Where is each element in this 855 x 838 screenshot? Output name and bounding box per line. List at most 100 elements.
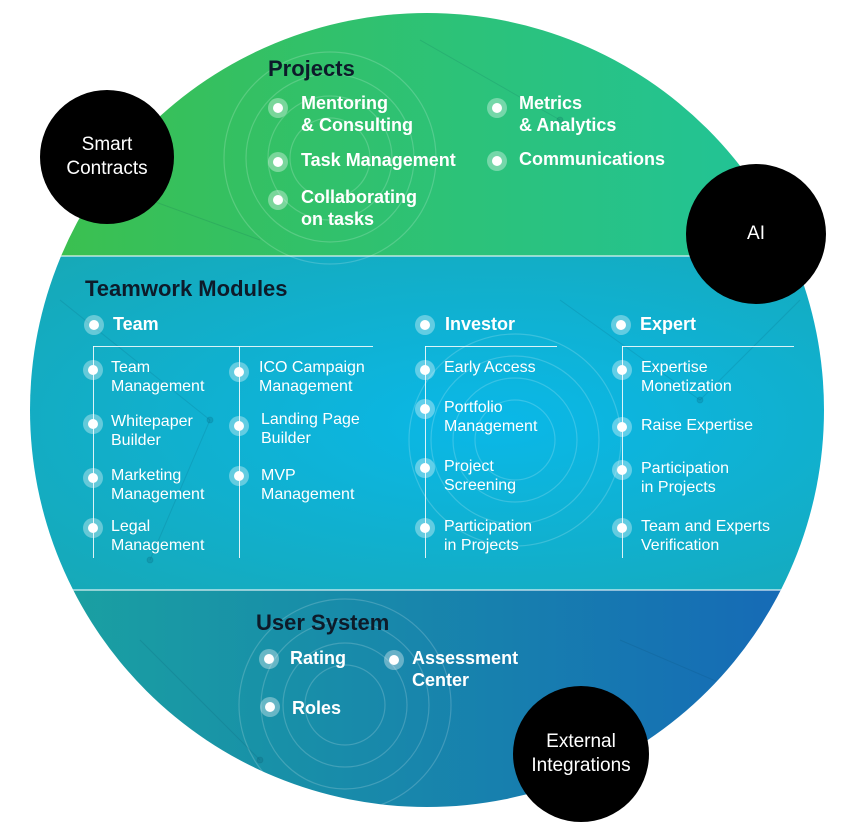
investor-connector-line xyxy=(425,346,426,558)
item-line: Builder xyxy=(261,430,311,448)
projects-item-mentoring: Mentoring & Consulting xyxy=(301,93,413,136)
bullet-icon xyxy=(259,649,279,669)
bullet-icon xyxy=(268,98,288,118)
item-line: & Consulting xyxy=(301,114,413,135)
investor-label: Investor xyxy=(445,314,516,334)
bullet-icon xyxy=(84,315,104,335)
user-system-item-assessment: Assessment Center xyxy=(412,648,518,691)
item-line: Portfolio xyxy=(444,399,503,416)
item-line: Early Access xyxy=(444,359,536,376)
item-line: Task Management xyxy=(301,150,456,170)
item-line: Management xyxy=(111,486,205,504)
bullet-icon xyxy=(612,518,632,538)
bullet-icon xyxy=(611,315,631,335)
investor-item: Portfolio Management xyxy=(444,398,537,436)
bullet-icon xyxy=(83,360,103,380)
item-line: Monetization xyxy=(641,378,732,396)
bullet-icon xyxy=(612,417,632,437)
item-line: Team xyxy=(111,359,151,376)
item-line: Communications xyxy=(519,149,666,169)
item-line: in Projects xyxy=(444,537,519,555)
expert-connector-line xyxy=(622,346,623,558)
item-line: Management xyxy=(259,378,353,396)
item-line: Metrics xyxy=(519,93,583,113)
team-item: MVP Management xyxy=(261,466,354,504)
projects-item-communications: Communications xyxy=(519,149,665,171)
ai-bubble: AI xyxy=(686,164,826,304)
external-integrations-bubble: External Integrations xyxy=(513,686,649,822)
team-bracket-line xyxy=(93,346,373,347)
teamwork-title: Teamwork Modules xyxy=(85,276,288,301)
bullet-icon xyxy=(384,650,404,670)
expert-item: Raise Expertise xyxy=(641,416,753,435)
item-line: Screening xyxy=(444,477,517,495)
user-system-title: User System xyxy=(256,610,390,635)
expert-label: Expert xyxy=(640,314,697,334)
bullet-icon xyxy=(487,98,507,118)
expert-item: Participation in Projects xyxy=(641,459,729,497)
ai-label: AI xyxy=(747,223,765,245)
item-line: ICO Campaign xyxy=(259,359,365,376)
team-connector-line-2 xyxy=(239,346,240,558)
item-line: Assessment xyxy=(412,648,519,668)
bullet-icon xyxy=(268,152,288,172)
item-line: Collaborating xyxy=(301,187,417,207)
item-line: Mentoring xyxy=(301,93,388,113)
expert-item: Team and Experts Verification xyxy=(641,517,770,555)
bullet-icon xyxy=(415,360,435,380)
team-label: Team xyxy=(113,314,159,334)
team-item: Team Management xyxy=(111,358,204,396)
item-line: Management xyxy=(444,418,538,436)
external-integrations-line-2: Integrations xyxy=(531,755,631,776)
smart-contracts-bubble: Smart Contracts xyxy=(40,90,174,224)
smart-contracts-line-2: Contracts xyxy=(66,158,148,179)
team-item: Marketing Management xyxy=(111,466,204,504)
item-line: Participation xyxy=(444,518,533,535)
expert-bracket-line xyxy=(622,346,794,347)
item-line: Verification xyxy=(641,537,720,555)
team-item: ICO Campaign Management xyxy=(259,358,365,396)
item-line: Whitepaper xyxy=(111,413,193,430)
item-line: Management xyxy=(111,537,205,555)
smart-contracts-line-1: Smart xyxy=(81,134,133,156)
team-item: Legal Management xyxy=(111,517,204,555)
projects-item-metrics: Metrics & Analytics xyxy=(519,93,616,136)
investor-item: Participation in Projects xyxy=(444,517,532,555)
user-system-item-rating: Rating xyxy=(290,648,346,670)
bullet-icon xyxy=(415,399,435,419)
bullet-icon xyxy=(268,190,288,210)
bullet-icon xyxy=(229,466,249,486)
bullet-icon xyxy=(415,315,435,335)
projects-item-task-management: Task Management xyxy=(301,150,456,172)
item-line: Team and Experts xyxy=(641,518,770,535)
item-line: Participation xyxy=(641,460,730,477)
item-line: Raise Expertise xyxy=(641,417,754,434)
item-line: Rating xyxy=(290,648,346,668)
item-line: MVP xyxy=(261,467,296,484)
investor-item: Project Screening xyxy=(444,457,516,495)
bullet-icon xyxy=(612,460,632,480)
item-line: Marketing xyxy=(111,467,182,484)
bullet-icon xyxy=(229,362,249,382)
item-line: on tasks xyxy=(301,208,375,229)
projects-item-collaborating: Collaborating on tasks xyxy=(301,187,417,230)
item-line: Expertise xyxy=(641,359,708,376)
investor-item: Early Access xyxy=(444,358,536,377)
bullet-icon xyxy=(83,518,103,538)
bullet-icon xyxy=(415,458,435,478)
item-line: & Analytics xyxy=(519,114,617,135)
item-line: Legal xyxy=(111,518,151,535)
bullet-icon xyxy=(415,518,435,538)
item-line: Landing Page xyxy=(261,411,360,428)
team-item: Whitepaper Builder xyxy=(111,412,193,450)
team-connector-line xyxy=(93,346,94,558)
bullet-icon xyxy=(487,151,507,171)
bullet-icon xyxy=(612,360,632,380)
item-line: Builder xyxy=(111,432,161,450)
item-line: Center xyxy=(412,669,470,690)
bullet-icon xyxy=(83,468,103,488)
projects-title: Projects xyxy=(268,56,355,81)
item-line: Management xyxy=(111,378,205,396)
external-integrations-line-1: External xyxy=(546,731,616,753)
